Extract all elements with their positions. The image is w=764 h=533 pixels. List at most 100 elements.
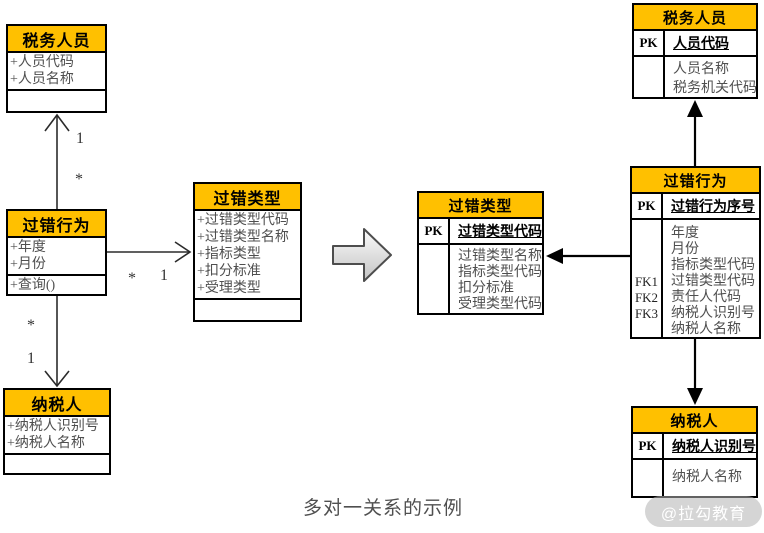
er-key <box>633 468 662 487</box>
uml-attribute: +纳税人识别号 <box>7 419 99 434</box>
open-arrowhead-icon <box>44 370 70 388</box>
er-body: 纳税人名称 <box>633 460 756 496</box>
uml-class-fault-type: 过错类型 +过错类型代码 +过错类型名称 +指标类型 +扣分标准 +受理类型 <box>193 182 302 322</box>
uml-attributes: +过错类型代码 +过错类型名称 +指标类型 +扣分标准 +受理类型 <box>195 211 300 300</box>
uml-attribute: +指标类型 <box>197 247 261 262</box>
er-body: FK1 FK2 FK3 年度 月份 指标类型代码 过错类型代码 责任人代码 纳税… <box>632 220 759 338</box>
er-key <box>419 249 448 265</box>
uml-attribute: +纳税人名称 <box>7 436 85 451</box>
multiplicity-label: 1 <box>160 267 168 284</box>
multiplicity-label: 1 <box>76 130 84 147</box>
pk-field: 人员代码 <box>673 37 729 52</box>
association-behavior-to-officer <box>44 113 70 209</box>
association-behavior-to-taxpayer <box>44 296 70 388</box>
er-table-title: 纳税人 <box>633 408 756 434</box>
diagram-caption: 多对一关系的示例 <box>302 498 463 519</box>
filled-arrowhead-icon <box>687 388 703 405</box>
er-key <box>419 297 448 313</box>
filled-arrowhead-icon <box>546 248 563 264</box>
relation-behavior-to-fault-type <box>546 248 630 264</box>
er-field: 年度 <box>671 226 699 241</box>
er-table-taxpayer: 纳税人 PK 纳税人识别号 纳税人名称 <box>631 406 758 498</box>
pk-key-label: PK <box>632 194 663 218</box>
er-key: FK2 <box>634 290 659 305</box>
uml-attribute: +人员代码 <box>10 55 74 70</box>
uml-attribute: +人员名称 <box>10 72 74 87</box>
relation-behavior-to-officer <box>687 100 703 166</box>
er-key: FK1 <box>634 274 659 289</box>
er-field: 纳税人识别号 <box>671 306 755 321</box>
er-key <box>634 79 663 98</box>
er-key <box>632 258 661 274</box>
er-field: 扣分标准 <box>458 281 514 296</box>
uml-attribute: +年度 <box>10 240 46 255</box>
er-pk-row: PK 过错类型代码 <box>419 219 542 245</box>
relation-behavior-to-taxpayer <box>687 339 703 405</box>
uml-class-tax-officer: 税务人员 +人员代码 +人员名称 <box>6 24 107 113</box>
er-table-tax-officer: 税务人员 PK 人员代码 人员名称 税务机关代码 <box>632 3 758 99</box>
er-field: 过错类型代码 <box>671 274 755 289</box>
er-field: 人员名称 <box>673 62 729 77</box>
er-key-column <box>633 460 664 496</box>
multiplicity-label: 1 <box>27 350 35 367</box>
er-pk-row: PK 人员代码 <box>634 31 756 57</box>
er-pk-row: PK 纳税人识别号 <box>633 434 756 460</box>
er-field: 受理类型代码 <box>458 297 542 312</box>
er-field-column: 年度 月份 指标类型代码 过错类型代码 责任人代码 纳税人识别号 纳税人名称 <box>663 220 759 338</box>
er-table-fault-behavior: 过错行为 PK 过错行为序号 FK1 FK2 FK3 年度 月份 指标类型代码 … <box>630 166 761 339</box>
er-key-column <box>634 57 665 98</box>
er-field-column: 过错类型名称 指标类型代码 扣分标准 受理类型代码 <box>450 245 542 313</box>
uml-operations-empty <box>195 300 300 322</box>
er-field: 纳税人名称 <box>671 322 741 337</box>
er-key <box>419 281 448 297</box>
filled-arrowhead-icon <box>687 100 703 117</box>
er-key <box>632 242 661 258</box>
er-field-column: 人员名称 税务机关代码 <box>665 57 757 98</box>
uml-class-title: 过错行为 <box>8 211 105 238</box>
er-table-title: 过错类型 <box>419 193 542 219</box>
er-key: FK3 <box>634 306 659 321</box>
er-field: 指标类型代码 <box>671 258 755 273</box>
uml-class-title: 税务人员 <box>8 26 105 53</box>
uml-attribute: +受理类型 <box>197 281 261 296</box>
er-field: 指标类型代码 <box>458 265 542 280</box>
er-field: 税务机关代码 <box>673 81 757 96</box>
open-arrowhead-icon <box>44 113 70 132</box>
pk-field: 过错类型代码 <box>458 225 542 240</box>
er-body: 过错类型名称 指标类型代码 扣分标准 受理类型代码 <box>419 245 542 313</box>
pk-key-label: PK <box>633 434 664 458</box>
pk-field: 纳税人识别号 <box>672 440 756 455</box>
multiplicity-label: * <box>75 171 83 188</box>
uml-class-taxpayer: 纳税人 +纳税人识别号 +纳税人名称 <box>3 388 111 475</box>
er-field-column: 纳税人名称 <box>664 460 756 496</box>
er-table-title: 过错行为 <box>632 168 759 194</box>
er-field: 过错类型名称 <box>458 249 542 264</box>
pk-key-label: PK <box>419 219 450 243</box>
er-pk-row: PK 过错行为序号 <box>632 194 759 220</box>
multiplicity-label: * <box>27 317 35 334</box>
er-table-fault-type: 过错类型 PK 过错类型代码 过错类型名称 指标类型代码 扣分标准 受理类型代码 <box>417 191 544 315</box>
er-key <box>632 226 661 242</box>
uml-attributes: +人员代码 +人员名称 <box>8 53 105 91</box>
pk-key-label: PK <box>634 31 665 55</box>
er-field: 月份 <box>671 242 699 257</box>
multiplicity-label: * <box>128 270 136 287</box>
er-body: 人员名称 税务机关代码 <box>634 57 757 98</box>
uml-class-fault-behavior: 过错行为 +年度 +月份 +查询() <box>6 209 107 296</box>
er-key <box>632 322 661 338</box>
uml-attribute: +过错类型代码 <box>197 213 289 228</box>
uml-operations-empty <box>5 455 109 477</box>
er-table-title: 税务人员 <box>634 5 756 31</box>
uml-operations-empty <box>8 91 105 113</box>
er-key-column <box>419 245 450 313</box>
er-field: 纳税人名称 <box>672 470 742 485</box>
pk-field: 过错行为序号 <box>671 200 755 215</box>
uml-attribute: +月份 <box>10 257 46 272</box>
uml-class-title: 纳税人 <box>5 390 109 417</box>
watermark-badge: @拉勾教育 <box>645 496 762 527</box>
big-right-arrow-icon <box>332 228 392 282</box>
er-key <box>419 265 448 281</box>
association-behavior-to-fault-type <box>107 241 192 263</box>
open-arrowhead-icon <box>174 241 192 263</box>
